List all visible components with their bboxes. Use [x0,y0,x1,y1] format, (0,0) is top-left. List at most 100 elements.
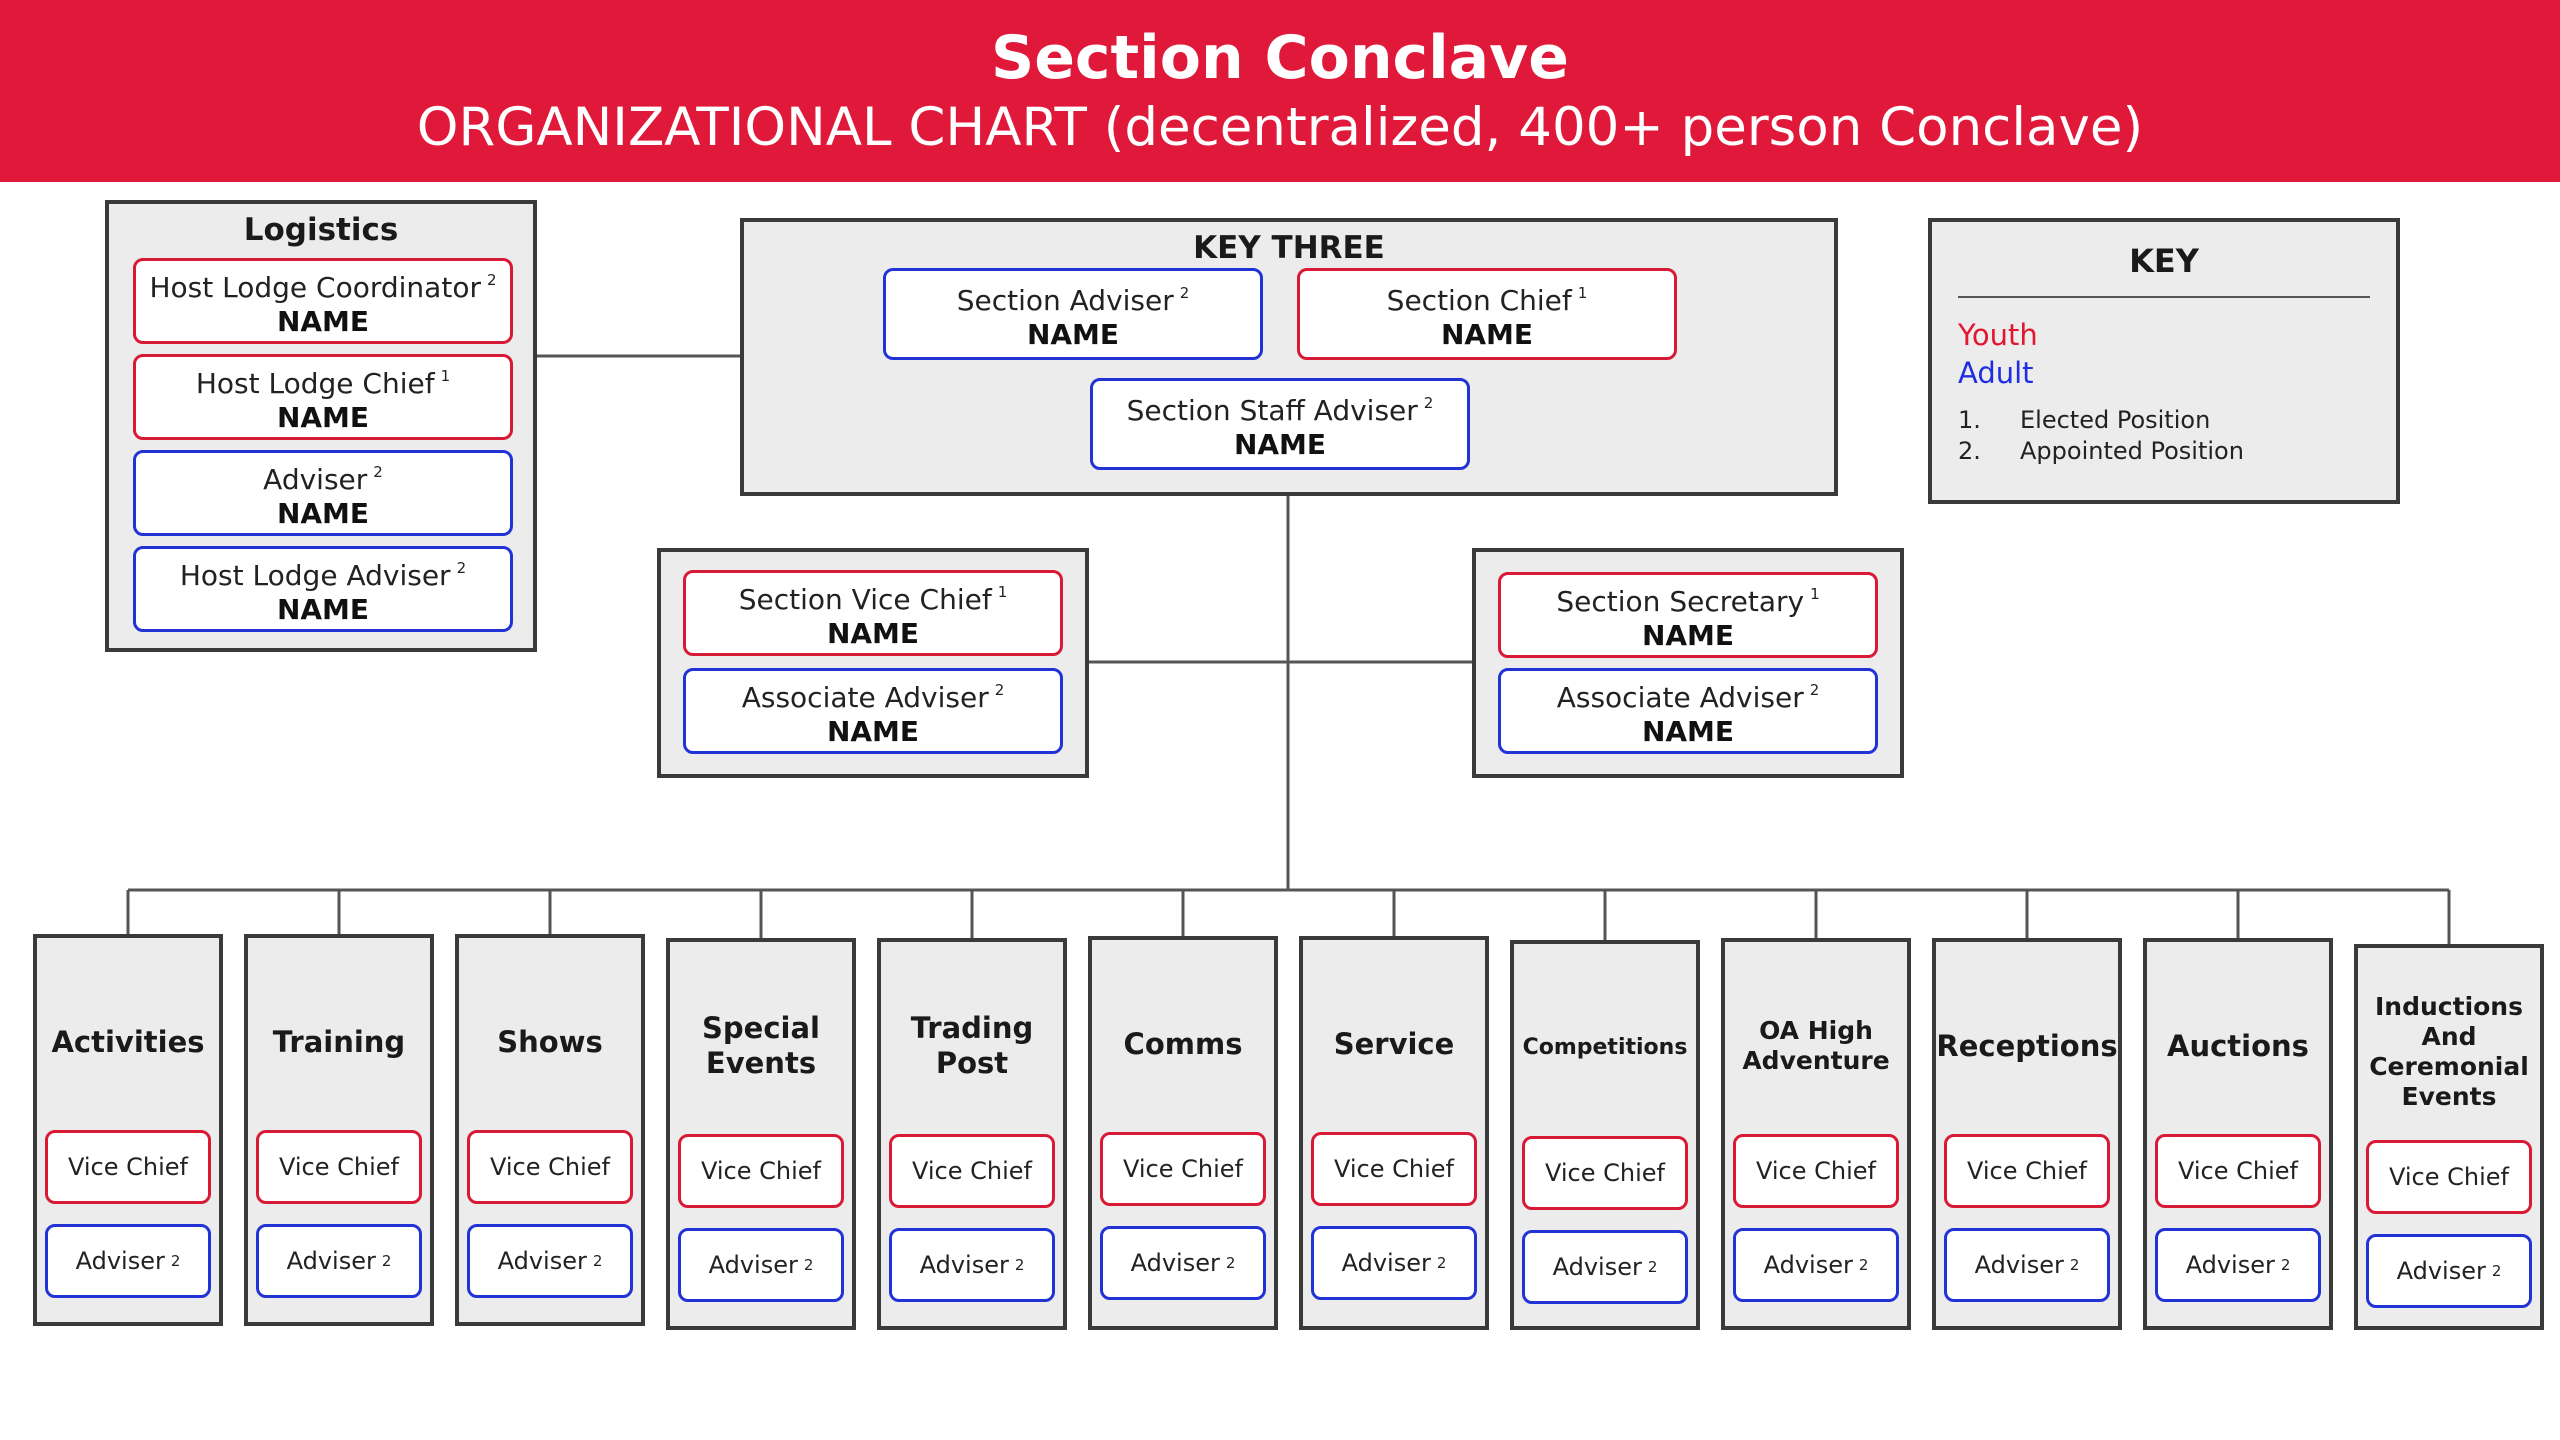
committee-adviser-position-marker: 2 [2491,1262,2502,1280]
legend-title: KEY [2129,242,2199,280]
committee-vice-chief-box: Vice Chief [678,1134,844,1208]
committee-adviser-label: Adviser [2396,1257,2486,1285]
committee-vice-chief-box: Vice Chief [1100,1132,1266,1206]
legend-adult: Adult [1958,356,2034,390]
committee-adviser-position-marker: 2 [1014,1256,1025,1274]
committee-vice-chief-label: Vice Chief [912,1157,1032,1185]
committee-vice-chief-label: Vice Chief [1334,1155,1454,1183]
committee-adviser-box: Adviser 2 [678,1228,844,1302]
section-chief-position-marker: 1 [1577,284,1588,302]
committee-vice-chief-box: Vice Chief [45,1130,211,1204]
committee-adviser-label: Adviser [1974,1251,2064,1279]
committee-adviser-box: Adviser 2 [1311,1226,1477,1300]
committee-vice-chief-box: Vice Chief [467,1130,633,1204]
committee-adviser-label: Adviser [1552,1253,1642,1281]
section-adviser-name: NAME [1026,318,1120,351]
committee-adviser-position-marker: 2 [1647,1258,1658,1276]
host-lodge-adviser-position-marker: 2 [456,559,467,577]
section-chief-name: NAME [1440,318,1534,351]
committee-adviser-label: Adviser [708,1251,798,1279]
committee-title: Training [272,1024,406,1059]
committee-vice-chief-box: Vice Chief [889,1134,1055,1208]
committee-adviser-box: Adviser 2 [1522,1230,1688,1304]
committee-vice-chief-box: Vice Chief [2155,1134,2321,1208]
committee-adviser-position-marker: 2 [803,1256,814,1274]
key-three-title: KEY THREE [1193,230,1385,266]
section-secretary-position-marker: 1 [1810,585,1820,603]
committee-vice-chief-label: Vice Chief [2389,1163,2509,1191]
committee-vice-chief-box: Vice Chief [1522,1136,1688,1210]
committee-adviser-label: Adviser [2185,1251,2275,1279]
committee-adviser-position-marker: 2 [170,1252,181,1270]
committee-vice-chief-label: Vice Chief [701,1157,821,1185]
committee-title: Service [1333,1026,1455,1061]
committee-title: Auctions [2167,1028,2309,1063]
committee-adviser-label: Adviser [1341,1249,1431,1277]
committee-vice-chief-label: Vice Chief [279,1153,399,1181]
committee-title: OA High Adventure [1742,1016,1890,1075]
committee-vice-chief-box: Vice Chief [256,1130,422,1204]
chart-subtitle: ORGANIZATIONAL CHART (decentralized, 400… [416,97,2144,158]
committee-adviser-label: Adviser [497,1247,587,1275]
committee-title: Receptions [1936,1028,2118,1063]
host-lodge-coordinator-position-marker: 2 [486,271,497,289]
section-adviser-position-marker: 2 [1179,284,1190,302]
committee-vice-chief-label: Vice Chief [490,1153,610,1181]
chart-title: Section Conclave [991,23,1569,93]
section-vice-chief-name: NAME [826,617,920,650]
committee-adviser-box: Adviser 2 [2366,1234,2532,1308]
secretary-associate-adviser-name: NAME [1641,715,1735,748]
legend-item-elected: 1.Elected Position [1958,406,2211,434]
committee-adviser-label: Adviser [1130,1249,1220,1277]
host-lodge-chief-position-marker: 1 [440,367,451,385]
committee-vice-chief-label: Vice Chief [2178,1157,2298,1185]
vice-chief-associate-adviser-position-marker: 2 [994,681,1005,699]
committee-vice-chief-box: Vice Chief [1733,1134,1899,1208]
committee-vice-chief-label: Vice Chief [1756,1157,1876,1185]
committee-vice-chief-box: Vice Chief [1311,1132,1477,1206]
legend-youth: Youth [1958,318,2038,352]
committee-title: Shows [497,1024,603,1059]
logistics-adviser-position-marker: 2 [373,463,383,481]
host-lodge-adviser-name: NAME [276,593,370,626]
committee-vice-chief-box: Vice Chief [1944,1134,2110,1208]
committee-adviser-position-marker: 2 [1436,1254,1447,1272]
committee-adviser-position-marker: 2 [381,1252,392,1270]
committee-title: Comms [1123,1026,1243,1061]
host-lodge-chief-name: NAME [276,401,370,434]
committee-vice-chief-box: Vice Chief [2366,1140,2532,1214]
